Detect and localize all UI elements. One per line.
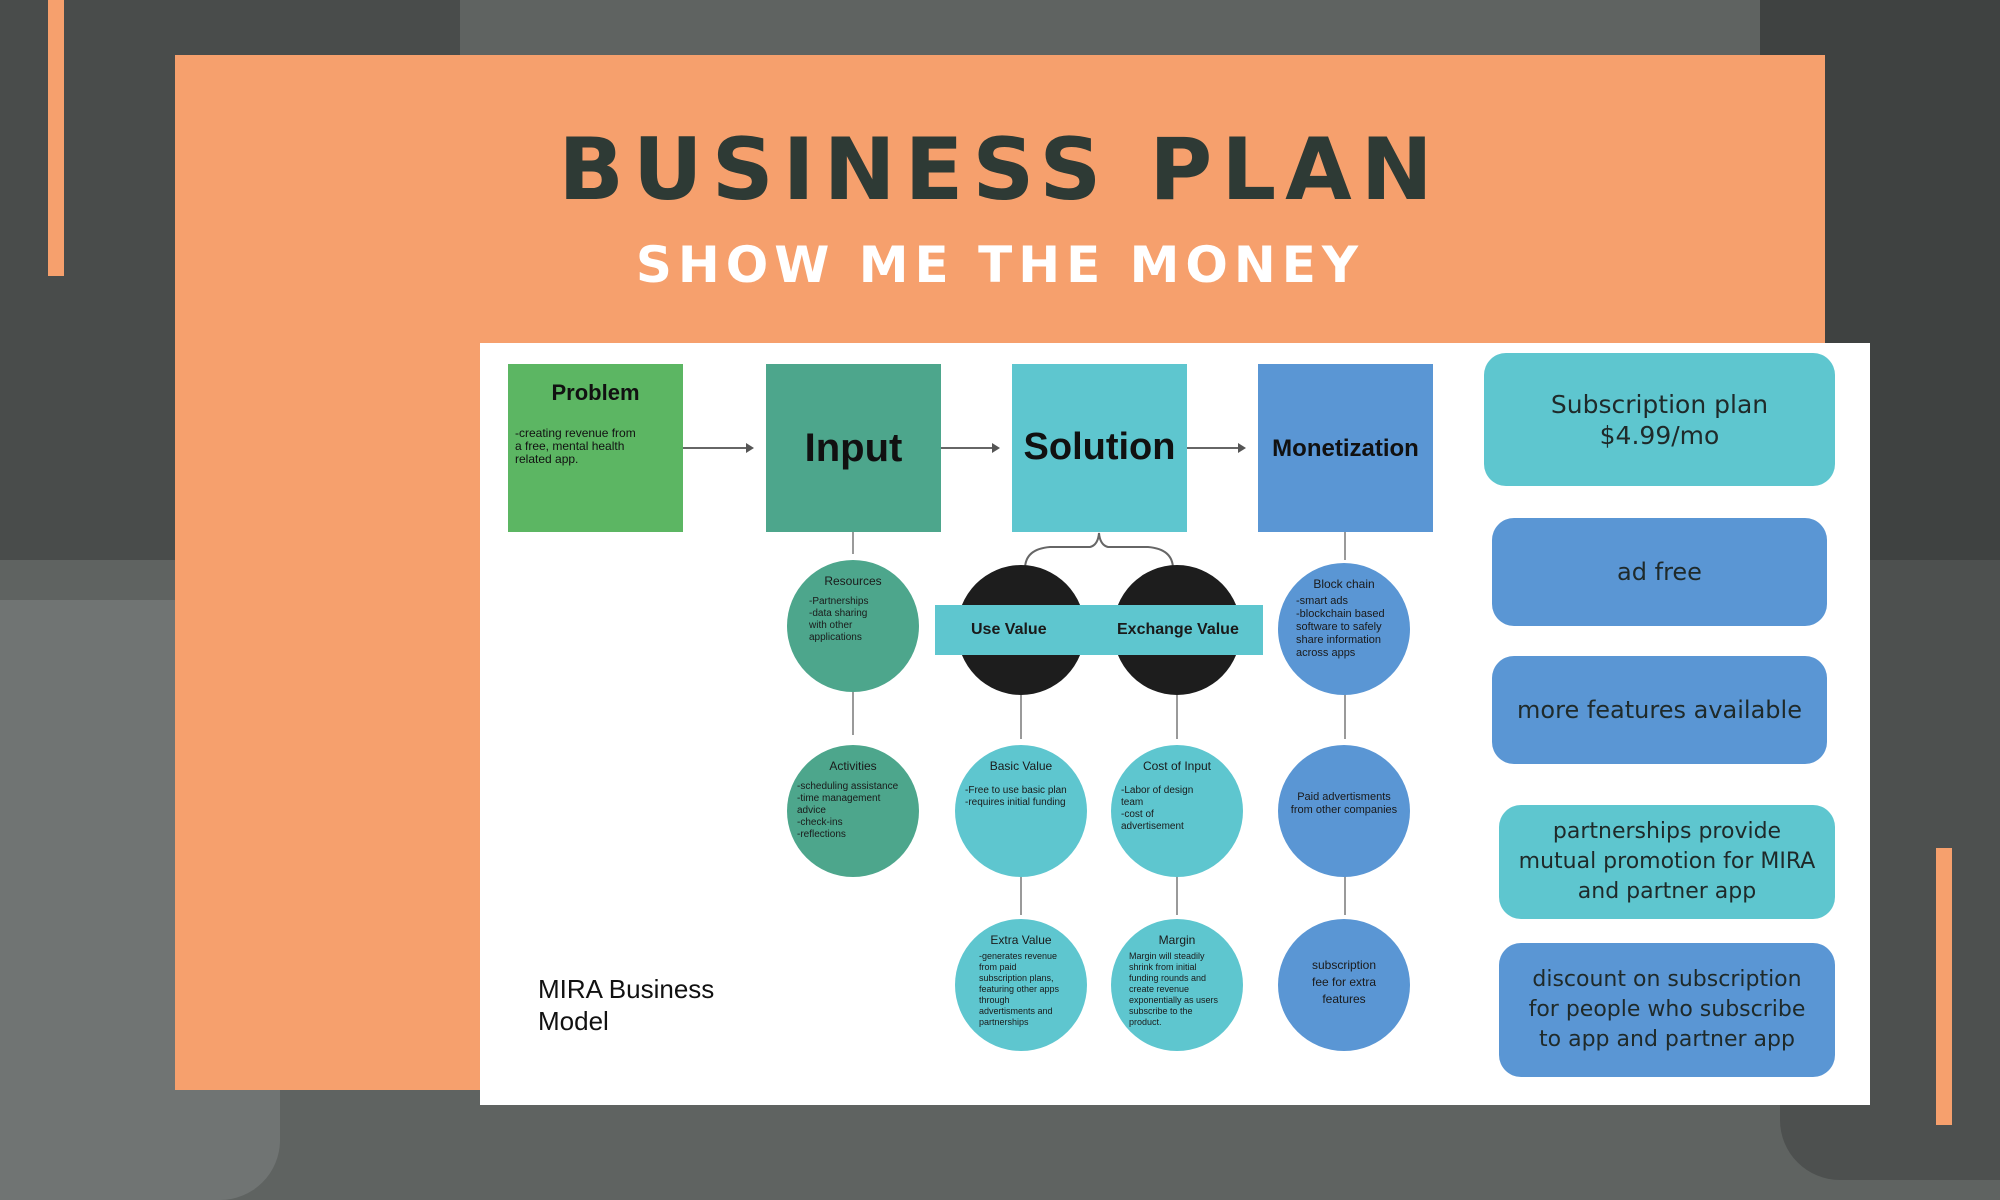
page-title: BUSINESS PLAN	[558, 120, 1442, 220]
paid-ads-text: Paid advertisments from other companies	[1290, 791, 1398, 816]
partnerships-text: partnerships provide mutual promotion fo…	[1518, 819, 1816, 904]
margin-circle: Margin Margin will steadily shrink from …	[1111, 919, 1243, 1051]
problem-title: Problem	[551, 380, 640, 405]
subscription-plan-pill: Subscription plan $4.99/mo	[1484, 353, 1835, 486]
page-subtitle: SHOW ME THE MONEY	[635, 236, 1365, 294]
block-chain-circle: Block chain -smart ads -blockchain based…	[1278, 563, 1410, 695]
cost-of-input-title: Cost of Input	[1142, 759, 1212, 773]
line-exchange-cost	[1176, 695, 1178, 739]
arrowhead-3	[1238, 443, 1246, 453]
monetization-title: Monetization	[1272, 435, 1419, 462]
margin-text: Margin will steadily shrink from initial…	[1129, 951, 1219, 1027]
cost-of-input-circle: Cost of Input -Labor of design team -cos…	[1111, 745, 1243, 877]
line-resources-activities	[852, 683, 854, 735]
more-features-text: more features available	[1517, 695, 1802, 724]
extra-value-text: -generates revenue from paid subscriptio…	[979, 951, 1060, 1027]
model-label: MIRA Business Model	[538, 974, 715, 1036]
line-basic-extra	[1020, 871, 1022, 915]
activities-text: -scheduling assistance -time management …	[797, 781, 899, 840]
solution-title: Solution	[1023, 426, 1176, 468]
accent-bar-right	[1936, 848, 1952, 1125]
extra-value-circle: Extra Value -generates revenue from paid…	[955, 919, 1087, 1051]
solution-brace	[1024, 532, 1174, 570]
more-features-pill: more features available	[1492, 656, 1827, 764]
resources-circle: Resources -Partnerships -data sharing wi…	[787, 560, 919, 692]
arrowhead-2	[992, 443, 1000, 453]
basic-value-text: -Free to use basic plan -requires initia…	[965, 785, 1067, 808]
ad-free-pill: ad free	[1492, 518, 1827, 626]
slide-card: BUSINESS PLAN SHOW ME THE MONEY Problem …	[175, 55, 1870, 1105]
problem-text: -creating revenue from a free, mental he…	[515, 426, 636, 466]
subscription-plan-text: Subscription plan $4.99/mo	[1550, 389, 1769, 450]
line-cost-margin	[1176, 871, 1178, 915]
block-chain-title: Block chain	[1313, 577, 1375, 591]
basic-value-circle: Basic Value -Free to use basic plan -req…	[955, 745, 1087, 877]
block-chain-text: -smart ads -blockchain based software to…	[1296, 595, 1385, 659]
monetization-box: Monetization	[1258, 364, 1433, 532]
cost-of-input-text: -Labor of design team -cost of advertise…	[1121, 785, 1194, 832]
problem-box: Problem -creating revenue from a free, m…	[508, 364, 683, 532]
line-monetization-blockchain	[1344, 532, 1346, 560]
use-value-label: Use Value	[971, 621, 1047, 638]
extra-value-title: Extra Value	[990, 933, 1052, 947]
accent-bar-left	[48, 0, 64, 276]
margin-title: Margin	[1158, 933, 1196, 947]
line-use-basic	[1020, 695, 1022, 739]
line-input-resources	[852, 532, 854, 554]
resources-text: -Partnerships -data sharing with other a…	[809, 596, 869, 643]
line-paid-subscription	[1344, 871, 1346, 915]
ad-free-text: ad free	[1617, 557, 1702, 586]
business-model-panel: Problem -creating revenue from a free, m…	[480, 343, 1870, 1105]
arrow-solution-monetization	[1187, 447, 1239, 449]
input-box: Input	[766, 364, 941, 532]
arrow-problem-input	[683, 447, 747, 449]
resources-title: Resources	[824, 574, 882, 588]
discount-pill: discount on subscription for people who …	[1499, 943, 1835, 1077]
exchange-value-label: Exchange Value	[1117, 621, 1239, 638]
subscription-fee-circle: subscription fee for extra features	[1278, 919, 1410, 1051]
activities-circle: Activities -scheduling assistance -time …	[787, 745, 919, 877]
input-title: Input	[804, 426, 903, 470]
value-band: Use Value Exchange Value	[935, 605, 1263, 655]
activities-title: Activities	[829, 759, 877, 773]
solution-box: Solution	[1012, 364, 1187, 532]
discount-text: discount on subscription for people who …	[1528, 967, 1806, 1052]
subscription-fee-text: subscription fee for extra features	[1311, 958, 1377, 1006]
arrowhead-1	[746, 443, 754, 453]
partnerships-pill: partnerships provide mutual promotion fo…	[1499, 805, 1835, 919]
basic-value-title: Basic Value	[989, 759, 1053, 773]
line-blockchain-paid	[1344, 691, 1346, 739]
paid-ads-circle: Paid advertisments from other companies	[1278, 745, 1410, 877]
arrow-input-solution	[941, 447, 993, 449]
